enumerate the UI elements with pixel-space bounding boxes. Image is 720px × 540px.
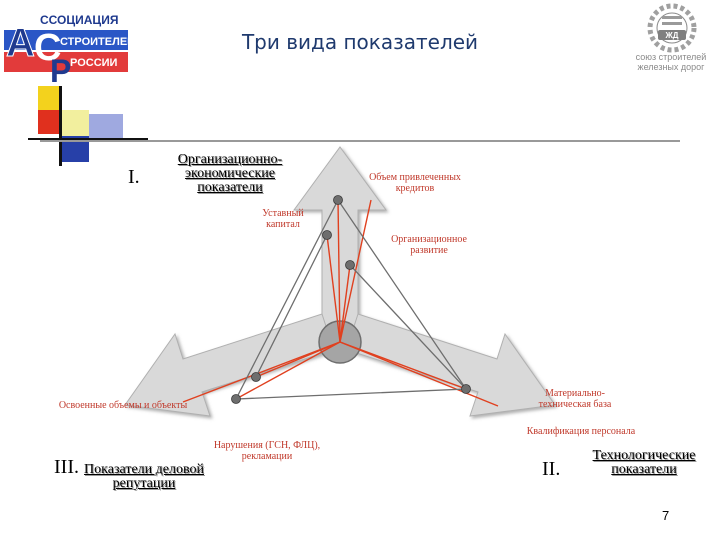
group-2-label: Технологические показатели (592, 448, 696, 477)
node-mat-base (461, 384, 471, 394)
logo-letter-r: Р (50, 53, 71, 84)
page-title: Три вида показателей (241, 30, 479, 54)
railway-builders-logo: ЖД союз строителей железных дорог (622, 2, 720, 74)
logo-letter-s: С (34, 27, 61, 69)
label-violations: Нарушения (ГСН, ФЛЦ), рекламации (213, 440, 321, 462)
label-mat-base: Материально-техническая база (538, 388, 612, 410)
group-1-numeral: I. (128, 166, 140, 188)
gray-links (234, 199, 468, 400)
arrow-left (124, 313, 344, 417)
title-rule (40, 140, 680, 142)
railway-line-1: союз строителей (636, 52, 707, 62)
label-org-dev: Организационное развитие (391, 234, 467, 256)
group-3-label: Показатели деловой репутации (84, 462, 204, 491)
node-credits (333, 195, 343, 205)
label-qualification: Квалификация персонала (526, 426, 636, 437)
label-volumes: Освоенные объемы и объекты (58, 400, 188, 411)
logo-word-1: ССОЦИАЦИЯ (40, 13, 118, 27)
node-violations (231, 394, 241, 404)
asr-logo-graphic: А С Р ССОЦИАЦИЯ СТРОИТЕЛЕЙ РОССИИ (4, 10, 135, 89)
page-number: 7 (662, 508, 670, 523)
group-1-label: Организационно-экономические показатели (177, 152, 283, 195)
logo-word-2: СТРОИТЕЛЕЙ (60, 35, 134, 48)
decor-blocks (28, 86, 148, 166)
railway-logo-graphic: ЖД союз строителей железных дорог (636, 3, 707, 72)
label-capital: Уставный капитал (262, 208, 304, 230)
node-volumes (251, 372, 261, 382)
label-credits: Объем привлеченных кредитов (369, 172, 461, 194)
decor-blocks-graphic (28, 86, 148, 166)
logo-letter-a: А (6, 21, 35, 65)
node-org-dev (345, 260, 355, 270)
railway-emblem-text: ЖД (665, 31, 679, 40)
asr-logo: А С Р ССОЦИАЦИЯ СТРОИТЕЛЕЙ РОССИИ (4, 4, 135, 89)
railway-line-2: железных дорог (638, 62, 706, 72)
group-3-numeral: III. (54, 456, 79, 478)
group-2-numeral: II. (542, 458, 561, 480)
arrow-right (336, 313, 556, 417)
node-capital (322, 230, 332, 240)
logo-word-3: РОССИИ (70, 57, 118, 69)
